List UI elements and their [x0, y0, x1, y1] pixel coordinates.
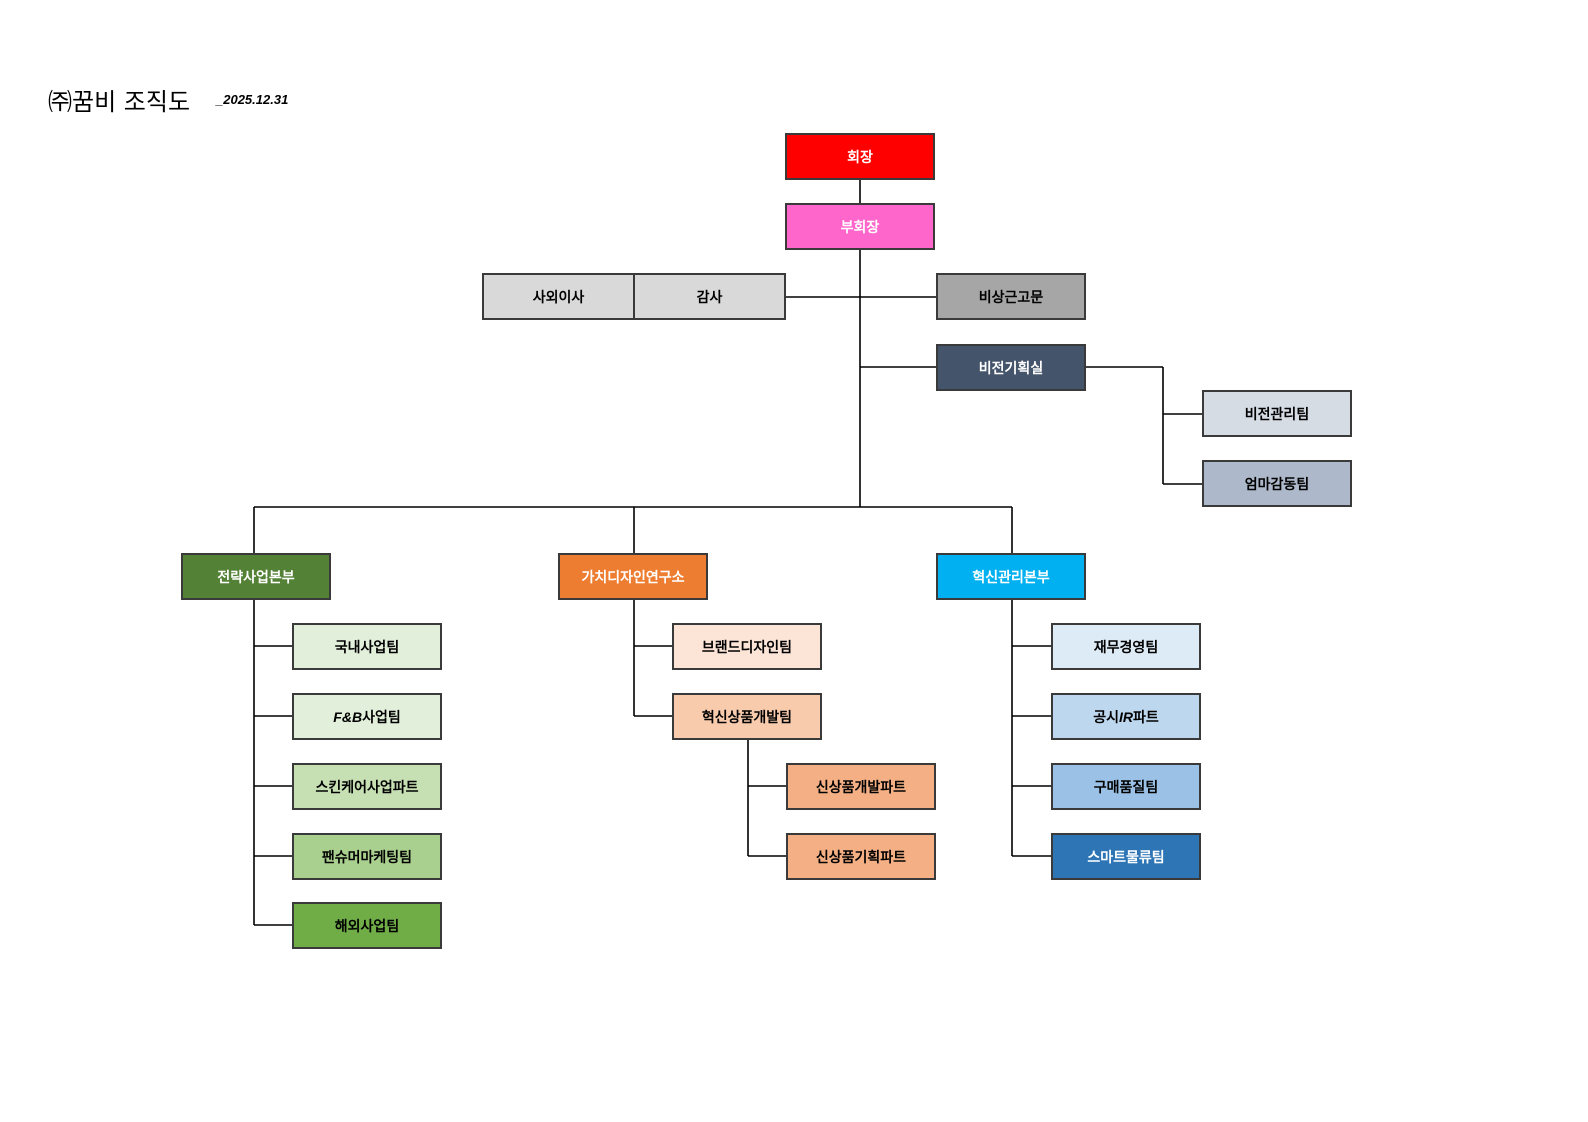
node-vice-chairman: 부회장	[785, 203, 935, 250]
node-label: 비전관리팀	[1244, 406, 1310, 423]
node-purchase-quality-team: 구매품질팀	[1051, 763, 1201, 810]
node-label: 혁신관리본부	[972, 569, 1050, 586]
node-brand-design-team: 브랜드디자인팀	[672, 623, 822, 670]
node-label-ir: IR	[1119, 708, 1133, 725]
node-label: 감사	[696, 289, 723, 306]
node-label: 가치디자인연구소	[581, 569, 685, 586]
node-vision-mgmt-team: 비전관리팀	[1202, 390, 1352, 437]
page-title: ㈜꿈비 조직도	[48, 88, 191, 116]
node-label-prefix: F&B	[333, 708, 363, 725]
node-chairman: 회장	[785, 133, 935, 180]
node-label: 해외사업팀	[334, 918, 400, 935]
node-vision-office: 비전기획실	[936, 344, 1086, 391]
node-new-product-plan-part: 신상품기획파트	[786, 833, 936, 880]
node-label: 브랜드디자인팀	[701, 639, 793, 656]
node-label: 팬슈머마케팅팀	[321, 849, 413, 866]
node-label: 국내사업팀	[334, 639, 400, 656]
node-innovation-hq: 혁신관리본부	[936, 553, 1086, 600]
node-mom-team: 엄마감동팀	[1202, 460, 1352, 507]
node-label: 사업팀	[362, 709, 401, 726]
node-smart-logistics-team: 스마트물류팀	[1051, 833, 1201, 880]
node-strategy-hq: 전략사업본부	[181, 553, 331, 600]
date-label: _2025.12.31	[216, 92, 289, 107]
node-label: 혁신상품개발팀	[701, 709, 793, 726]
node-label: 스킨케어사업파트	[315, 779, 419, 796]
node-innov-product-team: 혁신상품개발팀	[672, 693, 822, 740]
node-label: 비상근고문	[978, 289, 1044, 306]
node-label: 신상품개발파트	[815, 779, 907, 796]
node-skincare-part: 스킨케어사업파트	[292, 763, 442, 810]
node-label: 신상품기획파트	[815, 849, 907, 866]
node-label: 전략사업본부	[217, 569, 295, 586]
node-fan-marketing-team: 팬슈머마케팅팀	[292, 833, 442, 880]
node-label: 비전기획실	[978, 360, 1044, 377]
node-label: 회장	[847, 149, 873, 166]
node-label-prefix: 공시	[1093, 709, 1119, 726]
node-label-suffix: 파트	[1133, 709, 1159, 726]
node-outside-director: 사외이사	[482, 273, 635, 320]
node-label: 부회장	[840, 219, 880, 236]
node-finance-team: 재무경영팀	[1051, 623, 1201, 670]
node-label: 엄마감동팀	[1244, 476, 1310, 493]
node-design-lab: 가치디자인연구소	[558, 553, 708, 600]
node-label: 구매품질팀	[1093, 779, 1159, 796]
node-new-product-dev-part: 신상품개발파트	[786, 763, 936, 810]
node-label: 재무경영팀	[1093, 639, 1159, 656]
node-label: 사외이사	[532, 289, 585, 306]
node-domestic-team: 국내사업팀	[292, 623, 442, 670]
node-label: 스마트물류팀	[1087, 849, 1165, 866]
node-overseas-team: 해외사업팀	[292, 902, 442, 949]
node-advisor: 비상근고문	[936, 273, 1086, 320]
node-auditor: 감사	[633, 273, 786, 320]
